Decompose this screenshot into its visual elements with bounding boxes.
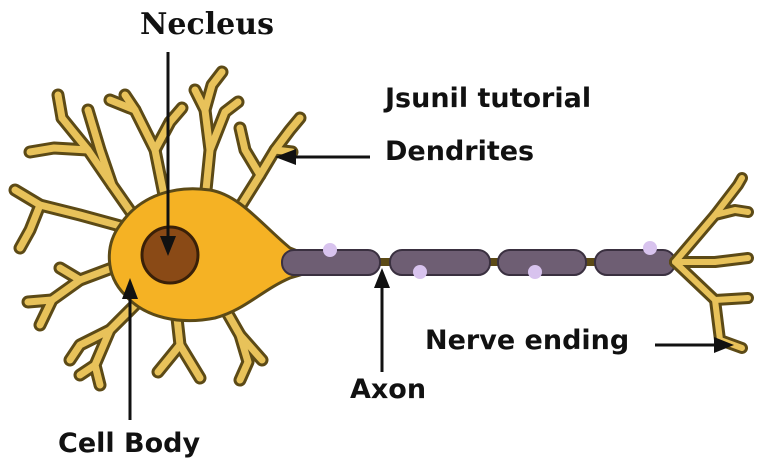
schwann-nucleus	[528, 265, 542, 279]
myelin-segment	[498, 250, 586, 275]
schwann-nucleus	[323, 243, 337, 257]
myelin-segment	[595, 250, 675, 275]
nucleus-label: Necleus	[140, 10, 274, 40]
cell-body-label: Cell Body	[58, 430, 200, 457]
axon-arrow	[374, 268, 390, 372]
schwann-nucleus	[413, 265, 427, 279]
myelin-segment	[390, 250, 490, 275]
cell-body	[109, 189, 300, 321]
watermark-label: Jsunil tutorial	[385, 85, 591, 112]
axon-terminals	[675, 178, 748, 348]
schwann-nucleus	[643, 241, 657, 255]
axon-label: Axon	[350, 376, 426, 403]
myelin-sheath	[282, 250, 675, 275]
nerve-ending-label: Nerve ending	[425, 327, 629, 354]
dendrites-label: Dendrites	[385, 138, 534, 165]
nucleus	[142, 227, 198, 283]
